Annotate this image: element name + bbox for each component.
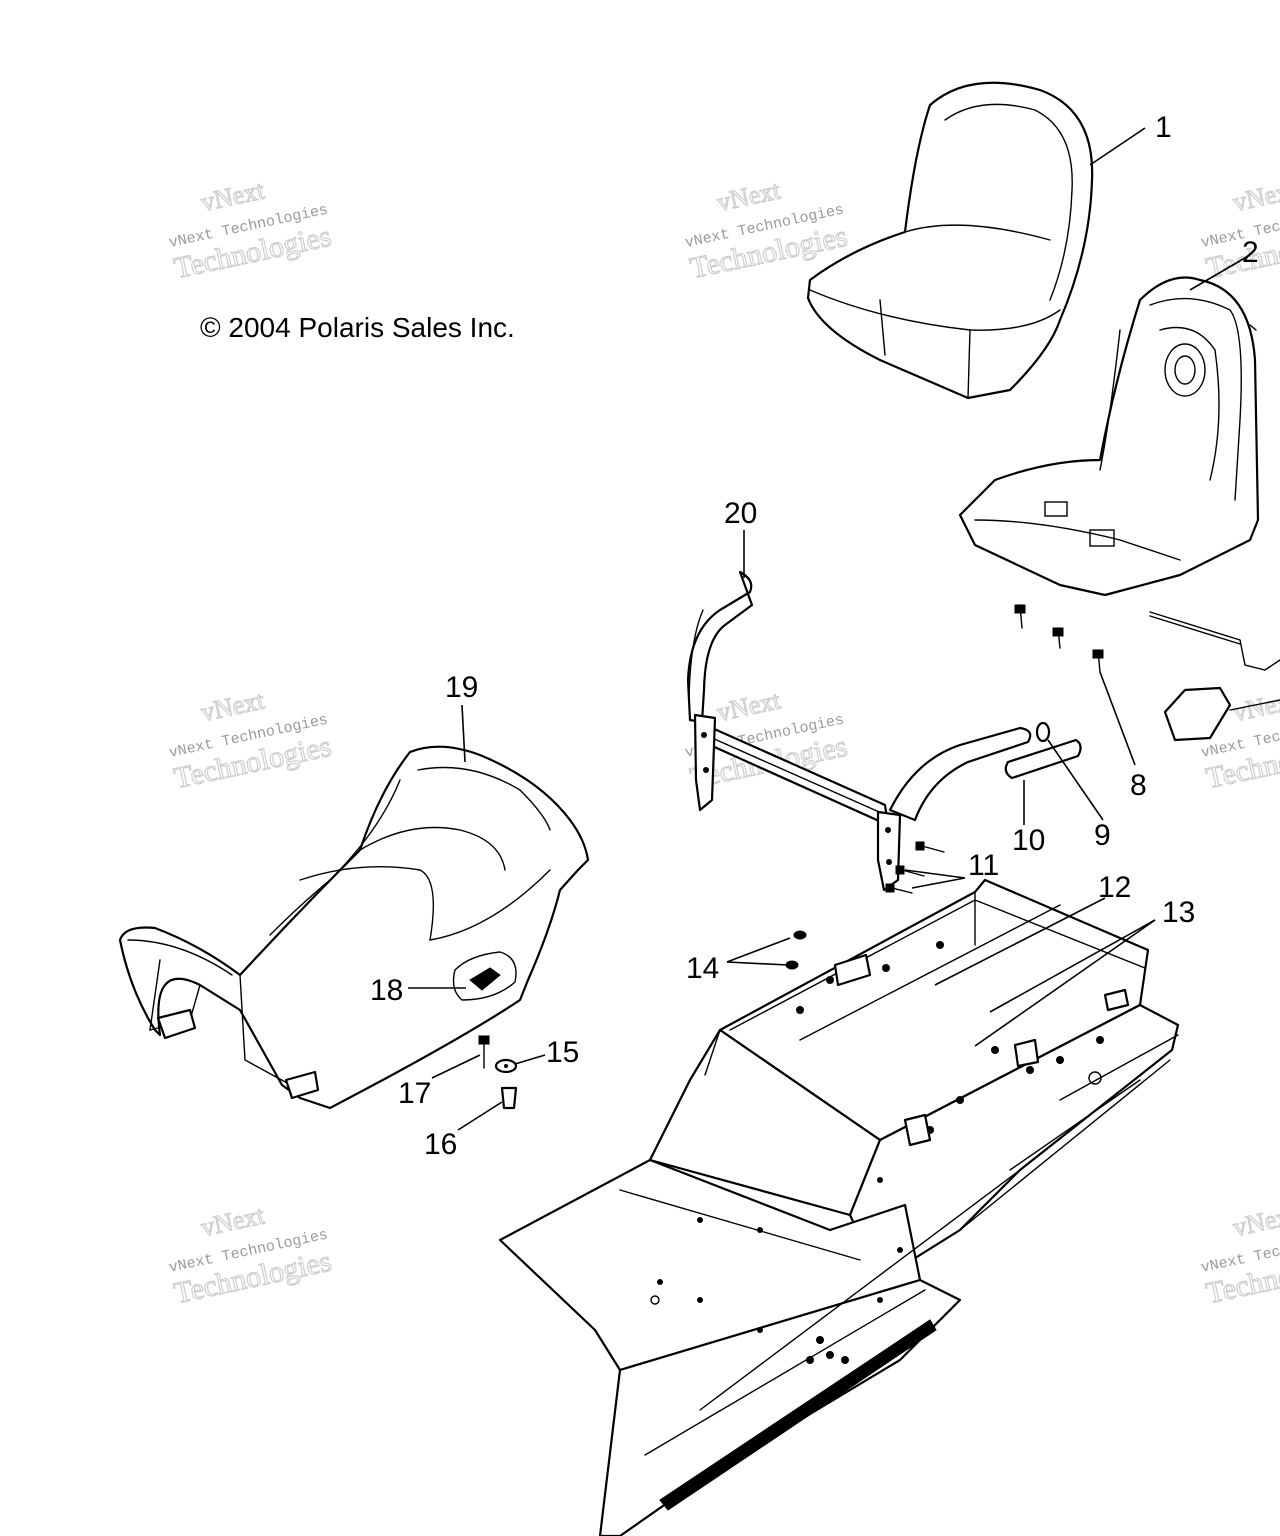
callout-11: 11 bbox=[968, 849, 999, 882]
callout-20: 20 bbox=[724, 497, 757, 530]
watermark-4: vNext vNext Technologies Technologies bbox=[167, 685, 334, 796]
part-19-rear-seat bbox=[118, 745, 590, 1110]
part-20-grab-bar bbox=[686, 570, 1032, 892]
callout-13: 13 bbox=[1162, 896, 1195, 929]
copyright-notice: © 2004 Polaris Sales Inc. bbox=[200, 312, 515, 343]
callout-8: 8 bbox=[1130, 769, 1147, 802]
svg-text:vNext: vNext bbox=[715, 175, 784, 217]
callout-10: 10 bbox=[1012, 824, 1045, 857]
chassis-holes bbox=[650, 941, 1104, 1364]
part-17-pin bbox=[478, 1035, 490, 1069]
watermark-9: vNext vNext Technologies Technologies bbox=[1199, 1200, 1280, 1311]
callout-12: 12 bbox=[1098, 871, 1131, 904]
callout-18: 18 bbox=[370, 974, 403, 1007]
svg-text:vNext: vNext bbox=[199, 685, 268, 727]
svg-text:vNext: vNext bbox=[199, 1200, 268, 1242]
callout-19: 19 bbox=[445, 671, 478, 704]
part-14-nuts bbox=[785, 930, 807, 970]
callouts: 1 2 20 19 8 9 10 11 12 13 14 18 15 17 16 bbox=[370, 111, 1259, 1161]
callout-9: 9 bbox=[1094, 819, 1111, 852]
callout-1: 1 bbox=[1155, 111, 1172, 144]
right-bracket-assembly bbox=[1149, 611, 1280, 742]
svg-text:vNext: vNext bbox=[1231, 685, 1280, 727]
svg-text:vNext: vNext bbox=[715, 685, 784, 727]
svg-text:vNext: vNext bbox=[199, 175, 268, 217]
leader-lines bbox=[408, 127, 1251, 1131]
callout-16: 16 bbox=[424, 1128, 457, 1161]
svg-text:vNext: vNext bbox=[1231, 1200, 1280, 1242]
callout-17: 17 bbox=[398, 1077, 431, 1110]
callout-2: 2 bbox=[1242, 236, 1259, 269]
watermark-7: vNext vNext Technologies Technologies bbox=[167, 1200, 334, 1311]
watermark-1: vNext vNext Technologies Technologies bbox=[167, 175, 334, 286]
callout-14: 14 bbox=[686, 952, 719, 985]
watermark-3: vNext vNext Technologies Technologies bbox=[1199, 175, 1280, 286]
part-16-bolt bbox=[500, 1086, 518, 1110]
part-15-washer bbox=[494, 1058, 518, 1074]
part-2-seat-base-shell bbox=[958, 276, 1260, 597]
seat-mount-bolts bbox=[1014, 324, 1257, 673]
part-10-sleeve bbox=[1004, 738, 1082, 780]
svg-text:vNext: vNext bbox=[1231, 175, 1280, 217]
part-18-latch bbox=[469, 967, 501, 991]
chassis-tunnel bbox=[498, 878, 1180, 1536]
watermark-2: vNext vNext Technologies Technologies bbox=[683, 175, 850, 286]
part-9-end-cap bbox=[1035, 721, 1051, 743]
part-1-backrest-cushion bbox=[806, 81, 1094, 400]
part-11-bolts bbox=[885, 841, 945, 894]
callout-15: 15 bbox=[546, 1036, 579, 1069]
